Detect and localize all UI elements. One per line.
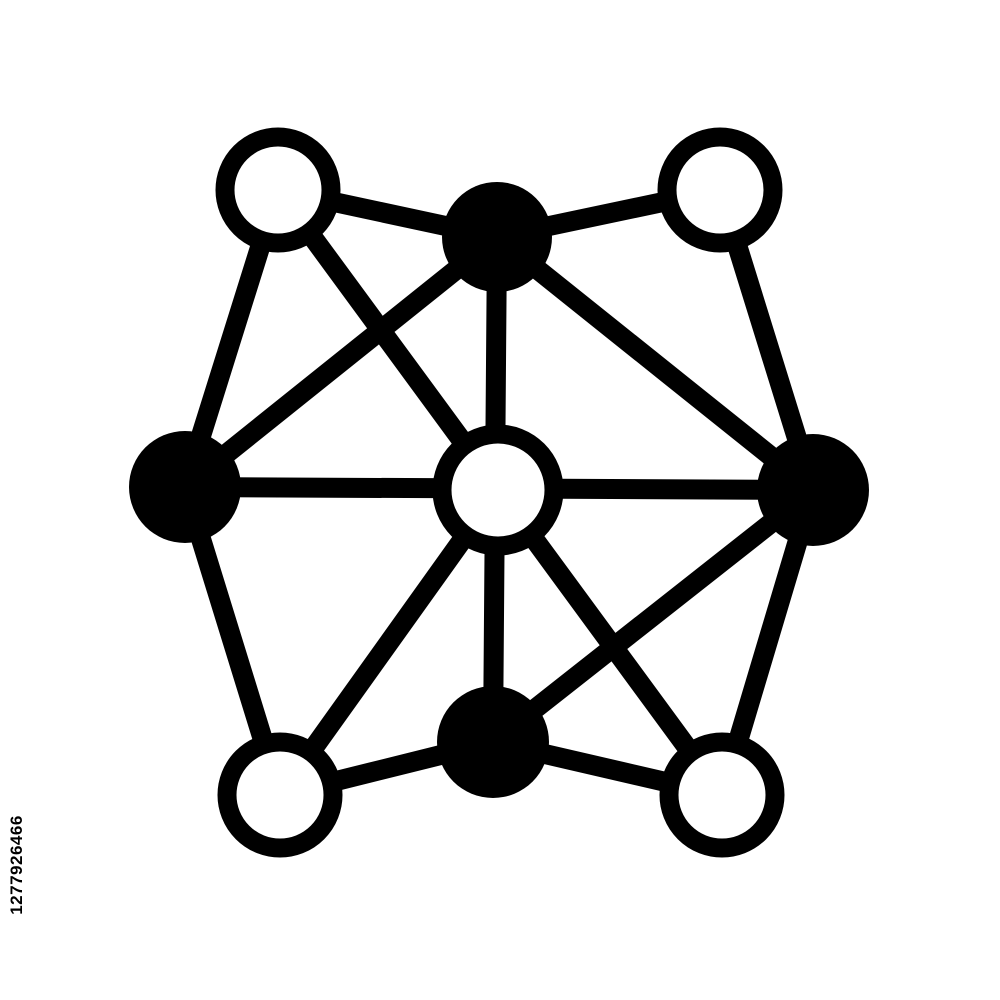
hollow-node-top-left bbox=[215, 127, 341, 253]
stock-id-text: 1277926466 bbox=[7, 815, 27, 915]
link bbox=[175, 227, 507, 497]
filled-node-top bbox=[442, 182, 552, 292]
filled-node-left bbox=[129, 431, 241, 543]
hollow-node-bottom-left bbox=[217, 732, 343, 858]
stock-id-label: 1277926466 bbox=[6, 760, 28, 970]
link bbox=[483, 480, 823, 752]
network-nodes bbox=[129, 127, 869, 858]
hollow-node-center bbox=[432, 424, 564, 556]
hollow-node-bottom-right bbox=[659, 732, 785, 858]
filled-node-right bbox=[757, 434, 869, 546]
hollow-node-top-right bbox=[657, 127, 783, 253]
link bbox=[487, 227, 823, 500]
filled-node-bottom bbox=[437, 686, 549, 798]
